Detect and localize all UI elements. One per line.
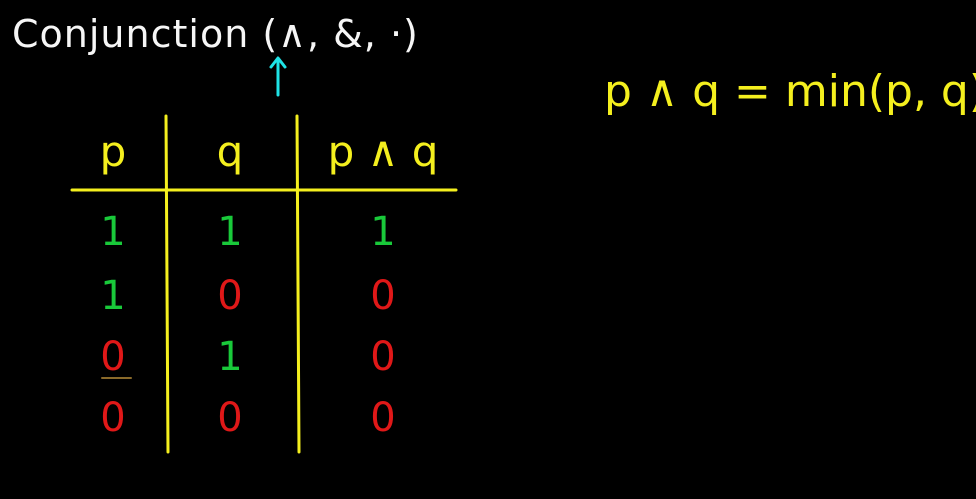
table-cell: 0 — [100, 395, 126, 441]
header-cell: p ∧ q — [327, 127, 439, 176]
header-cell: p — [99, 127, 127, 176]
table-cell: 0 — [370, 334, 396, 380]
table-cell: 0 — [217, 395, 243, 441]
table-cell: 1 — [217, 209, 243, 255]
table-cell: 0 — [100, 334, 126, 380]
table-cell: 0 — [217, 273, 243, 319]
table-cell: 1 — [100, 209, 126, 255]
table-cell: 1 — [217, 334, 243, 380]
min-formula: p ∧ q = min(p, q) — [604, 66, 976, 117]
column-divider-1 — [164, 114, 170, 454]
table-cell: 1 — [100, 273, 126, 319]
table-cell: 1 — [370, 209, 396, 255]
up-arrow-icon — [269, 56, 287, 97]
column-divider-2 — [295, 114, 301, 454]
header-cell: q — [216, 127, 244, 176]
title-text: Conjunction (∧, &, ·) — [12, 12, 419, 56]
table-cell: 0 — [370, 395, 396, 441]
table-cell: 0 — [370, 273, 396, 319]
